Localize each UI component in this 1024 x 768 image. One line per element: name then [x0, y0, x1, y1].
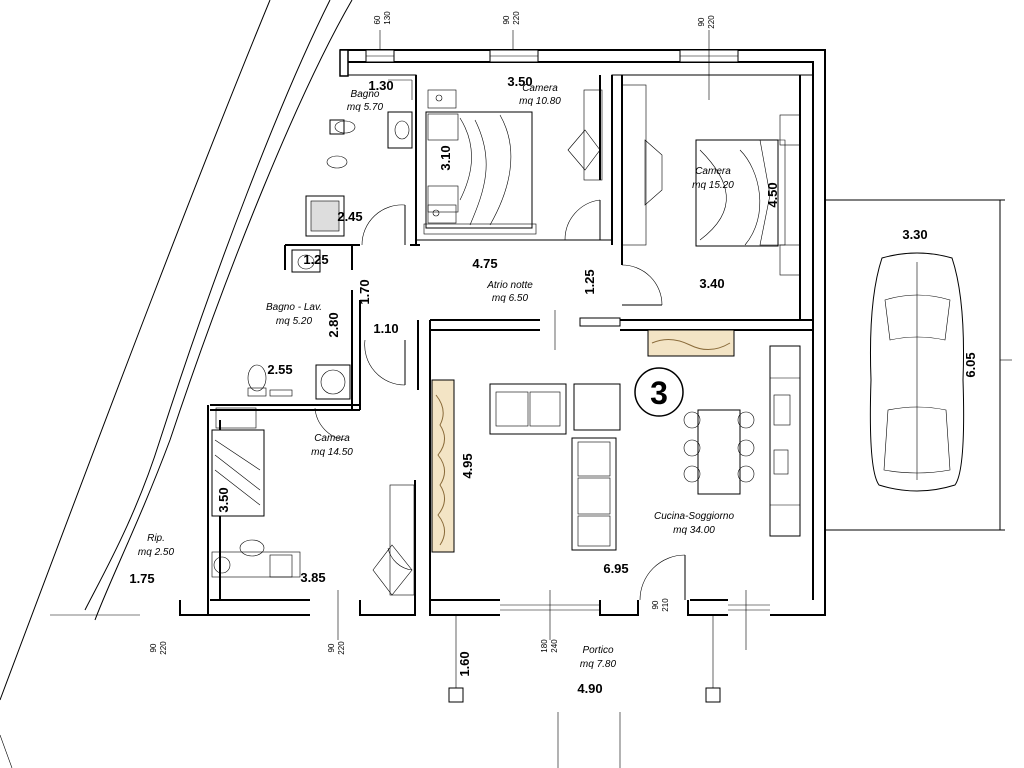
- bed-camera-small: [423, 89, 537, 235]
- room-bagno-name: Bagno: [351, 89, 380, 100]
- unit-number: 3: [650, 375, 668, 411]
- opening-5-width: 90: [327, 643, 336, 652]
- opening-4-width: 90: [149, 643, 158, 652]
- dim-12: 2.80: [326, 312, 341, 337]
- room-camera-small-area: mq 10.80: [519, 96, 561, 107]
- dimension-labels: 1.30 3.50 3.10 4.50 2.45 1.25 4.75 1.25 …: [129, 74, 978, 696]
- opening-6-height: 240: [550, 639, 559, 653]
- room-rip-area: mq 2.50: [138, 547, 175, 558]
- room-labels: Bagno mq 5.70 Camera mq 10.80 Camera mq …: [138, 83, 735, 670]
- dim-3: 3.10: [438, 145, 453, 170]
- dim-16: 6.05: [963, 352, 978, 377]
- room-camera-master-area: mq 15.20: [692, 180, 734, 191]
- dim-5: 2.45: [337, 209, 362, 224]
- dim-7: 4.75: [472, 256, 497, 271]
- dim-19: 6.95: [603, 561, 628, 576]
- doors: [314, 199, 686, 601]
- opening-2-width: 90: [502, 15, 511, 24]
- dim-10: 3.30: [902, 227, 927, 242]
- room-camera-west-name: Camera: [314, 433, 350, 444]
- opening-2-height: 220: [512, 11, 521, 25]
- dim-15: 4.95: [460, 453, 475, 478]
- bagno-lav-fixtures: [247, 249, 351, 400]
- opening-5-height: 220: [337, 641, 346, 655]
- room-portico-area: mq 7.80: [580, 659, 617, 670]
- opening-6-width: 180: [540, 639, 549, 653]
- room-bagno-lav-area: mq 5.20: [276, 316, 313, 327]
- bed-camera-master: [695, 114, 801, 276]
- room-camera-master-name: Camera: [695, 166, 731, 177]
- dim-6: 1.25: [303, 252, 328, 267]
- site-boundary: [0, 0, 353, 768]
- dim-11: 1.70: [357, 279, 372, 304]
- room-atrio-name: Atrio notte: [486, 280, 533, 291]
- room-camera-small-name: Camera: [522, 83, 558, 94]
- car-icon: [869, 252, 965, 492]
- dim-20: 1.75: [129, 571, 154, 586]
- dim-4: 4.50: [765, 182, 780, 207]
- room-bagno-area: mq 5.70: [347, 102, 384, 113]
- portico: [337, 310, 770, 768]
- opening-7-width: 90: [651, 600, 660, 609]
- dim-1: 1.30: [368, 78, 393, 93]
- wardrobes: [567, 84, 663, 246]
- carport: [825, 199, 1012, 531]
- opening-1-width: 60: [373, 15, 382, 24]
- interior-walls: [210, 62, 813, 600]
- opening-1-height: 130: [383, 11, 392, 25]
- opening-7-height: 210: [661, 598, 670, 612]
- room-cucina-area: mq 34.00: [673, 525, 715, 536]
- dim-22: 4.90: [577, 681, 602, 696]
- room-bagno-lav-name: Bagno - Lav.: [266, 302, 322, 313]
- dim-14: 2.55: [267, 362, 292, 377]
- room-atrio-area: mq 6.50: [492, 293, 529, 304]
- opening-3-height: 220: [707, 15, 716, 29]
- top-windows: [365, 30, 739, 100]
- living-furniture: [431, 329, 801, 553]
- room-rip-name: Rip.: [147, 533, 165, 544]
- room-portico-name: Portico: [582, 645, 614, 656]
- dim-9: 3.40: [699, 276, 724, 291]
- dim-17: 3.50: [216, 487, 231, 512]
- dim-13: 1.10: [373, 321, 398, 336]
- bed-camera-west: [211, 407, 415, 596]
- opening-3-width: 90: [697, 17, 706, 26]
- unit-number-badge: 3: [634, 367, 684, 417]
- opening-labels: 60 130 90 220 90 220 90 220 90 220 180 2…: [149, 11, 716, 655]
- dim-18: 3.85: [300, 570, 325, 585]
- bagno-fixtures: [305, 79, 413, 237]
- dim-2: 3.50: [507, 74, 532, 89]
- room-cucina-name: Cucina-Soggiorno: [654, 511, 734, 522]
- dim-21: 1.60: [457, 651, 472, 676]
- dim-8: 1.25: [582, 269, 597, 294]
- opening-4-height: 220: [159, 641, 168, 655]
- room-camera-west-area: mq 14.50: [311, 447, 353, 458]
